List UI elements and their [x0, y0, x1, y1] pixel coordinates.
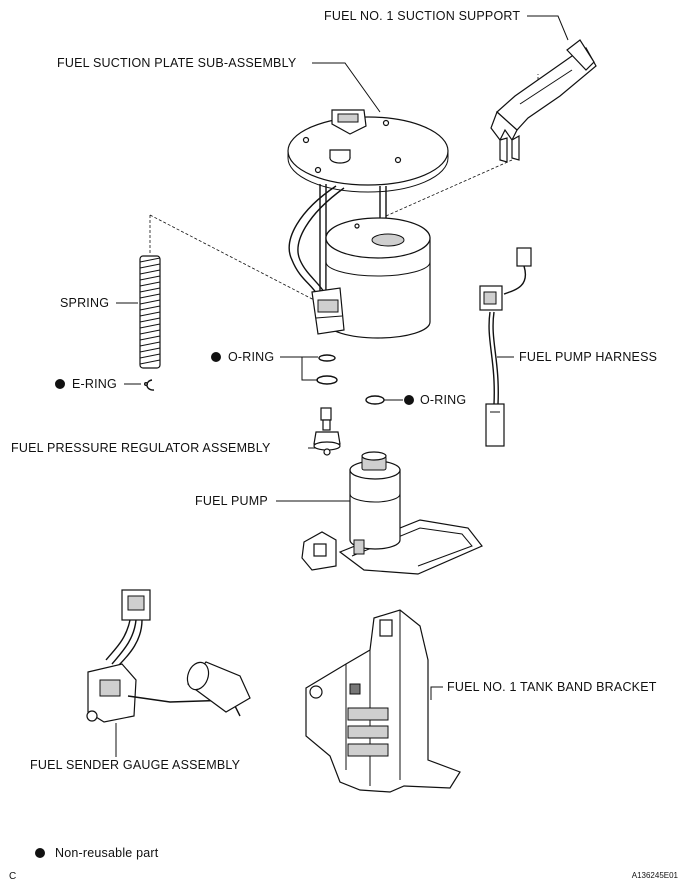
fuel-pump-part — [301, 451, 483, 575]
tank-band-bracket-part — [305, 609, 461, 793]
legend: Non-reusable part — [35, 846, 159, 860]
label-fuel-pump: FUEL PUMP — [195, 494, 268, 508]
label-sender-gauge: FUEL SENDER GAUGE ASSEMBLY — [30, 758, 241, 772]
label-o-ring-2: O-RING — [420, 393, 466, 407]
leader-lines — [115, 15, 569, 757]
pressure-regulator-part — [313, 407, 341, 456]
label-spring: SPRING — [60, 296, 109, 310]
non-reusable-bullet — [211, 352, 221, 362]
label-suction-support: FUEL NO. 1 SUCTION SUPPORT — [324, 9, 520, 23]
label-fuel-pump-harness: FUEL PUMP HARNESS — [519, 350, 657, 364]
suction-support-part — [490, 39, 597, 163]
label-e-ring: E-RING — [72, 377, 117, 391]
sender-gauge-part — [86, 589, 251, 723]
footer-left-code: C — [9, 871, 16, 882]
suction-plate-assembly-part — [287, 109, 449, 339]
labels: FUEL NO. 1 SUCTION SUPPORT FUEL SUCTION … — [11, 9, 657, 772]
e-ring-part — [144, 379, 155, 391]
non-reusable-bullet — [404, 395, 414, 405]
legend-bullet-icon — [35, 848, 45, 858]
label-tank-band-bracket: FUEL NO. 1 TANK BAND BRACKET — [447, 680, 657, 694]
label-pressure-regulator: FUEL PRESSURE REGULATOR ASSEMBLY — [11, 441, 271, 455]
spring-part — [139, 255, 161, 369]
label-suction-plate: FUEL SUCTION PLATE SUB-ASSEMBLY — [57, 56, 297, 70]
figure-id: A136245E01 — [632, 871, 679, 880]
label-o-ring-1: O-RING — [228, 350, 274, 364]
o-rings-part — [316, 354, 385, 405]
non-reusable-bullet — [55, 379, 65, 389]
legend-text: Non-reusable part — [55, 846, 159, 860]
fuel-pump-harness-part — [479, 247, 532, 447]
